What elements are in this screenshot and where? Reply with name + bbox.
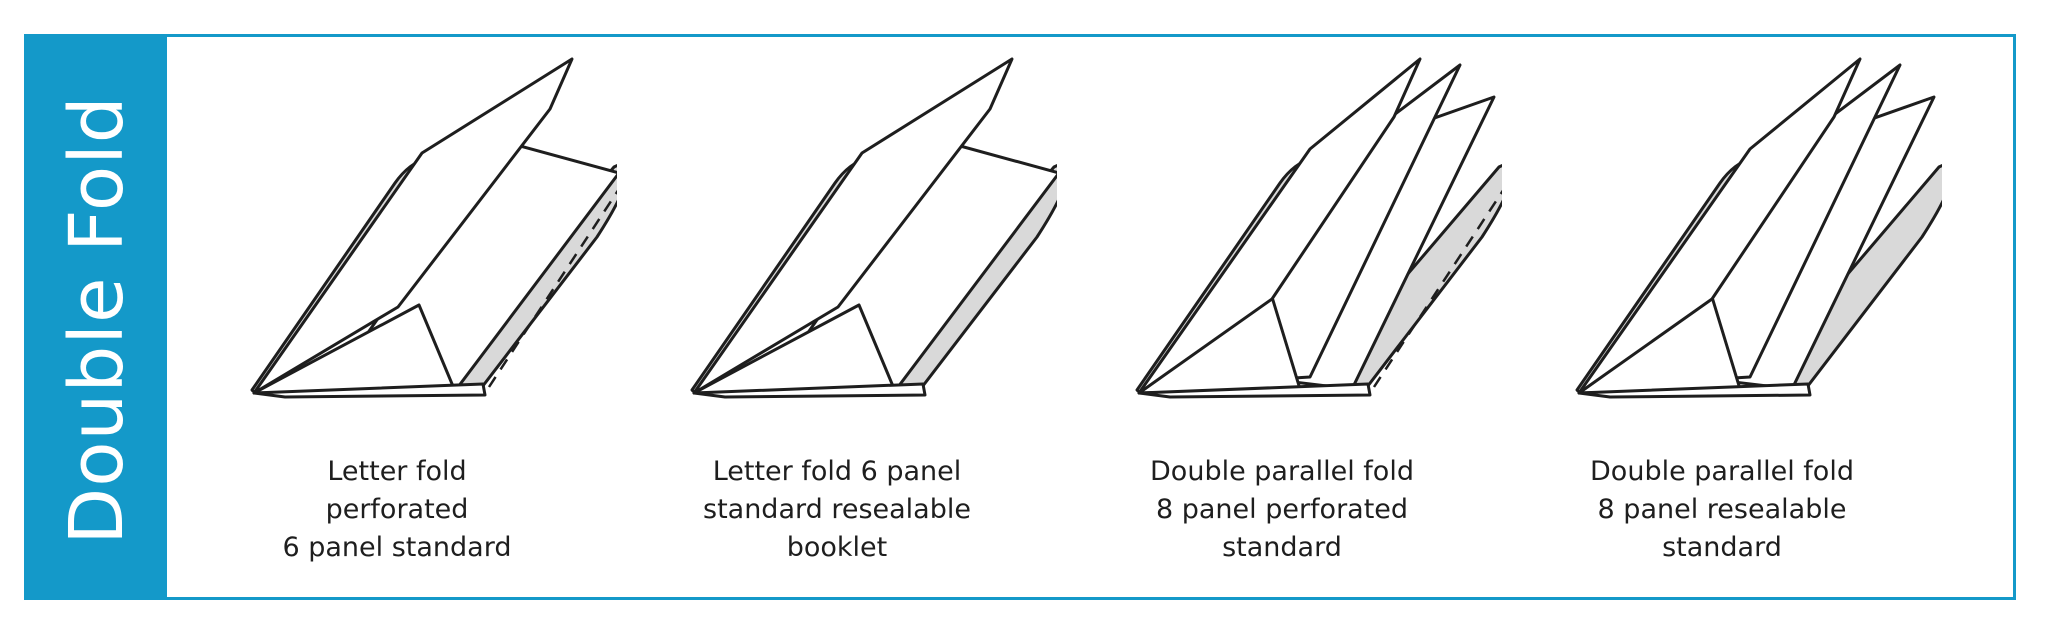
caption-line: 8 panel perforated (1155, 494, 1409, 525)
caption-2: Letter fold 6 panel standard resealable … (617, 453, 1057, 567)
caption-1: Letter fold perforated 6 panel standard (177, 453, 617, 567)
caption-line: Double parallel fold (1590, 456, 1854, 487)
side-band: Double Fold (27, 37, 167, 597)
sheet-front-panel (252, 57, 574, 395)
caption-line: 6 panel standard (282, 532, 512, 563)
perforation-right (1372, 189, 1502, 388)
caption-3: Double parallel fold 8 panel perforated … (1062, 453, 1502, 567)
caption-line: standard (1662, 532, 1782, 563)
sheet-front-panel (1577, 57, 1862, 395)
fold-item-1: Letter fold perforated 6 panel standard (177, 37, 617, 603)
caption-line: perforated (325, 494, 469, 525)
sheet-front-panel (1137, 57, 1422, 395)
side-title: Double Fold (54, 95, 140, 545)
double-parallel-fold-resealable-illustration (1575, 57, 1942, 399)
sheet-bottom-edge (1577, 382, 1812, 399)
caption-line: booklet (786, 532, 888, 563)
caption-line: standard (1222, 532, 1342, 563)
sheet-bottom-edge (252, 382, 487, 399)
caption-line: Letter fold (327, 456, 467, 487)
caption-4: Double parallel fold 8 panel resealable … (1502, 453, 1942, 567)
fold-item-3: Double parallel fold 8 panel perforated … (1062, 37, 1502, 603)
sheet-front-panel (692, 57, 1014, 395)
letter-fold-resealable-illustration (690, 57, 1057, 399)
fold-item-4: Double parallel fold 8 panel resealable … (1502, 37, 1942, 603)
fold-item-2: Letter fold 6 panel standard resealable … (617, 37, 1057, 603)
diagram-frame: Double Fold Letter fold perforated 6 pan… (24, 34, 2016, 600)
sheet-bottom-edge (692, 382, 927, 399)
caption-line: Letter fold 6 panel (712, 456, 962, 487)
caption-line: 8 panel resealable (1597, 494, 1847, 525)
caption-line: standard resealable (703, 494, 971, 525)
double-parallel-fold-perforated-illustration (1135, 57, 1502, 399)
letter-fold-perforated-illustration (250, 57, 617, 399)
perforation-right (487, 189, 617, 388)
sheet-bottom-edge (1137, 382, 1372, 399)
caption-line: Double parallel fold (1150, 456, 1414, 487)
